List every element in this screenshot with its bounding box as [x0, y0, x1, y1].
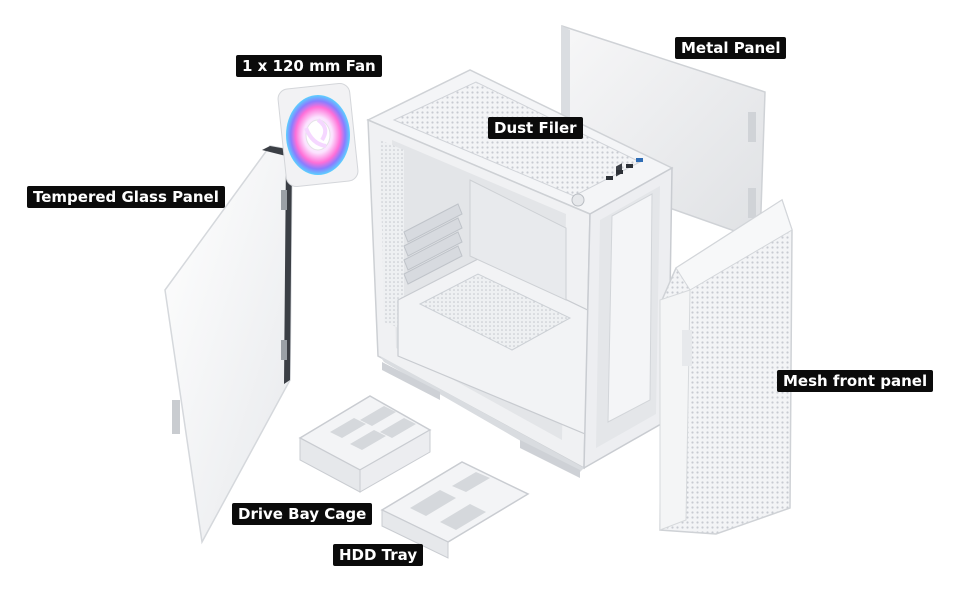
rgb-fan: [277, 82, 359, 188]
label-fan: 1 x 120 mm Fan: [236, 55, 382, 77]
label-dust-filter: Dust Filer: [488, 117, 583, 139]
mesh-front-panel: [659, 198, 793, 535]
label-hdd-tray: HDD Tray: [333, 544, 424, 566]
front-io: [571, 158, 643, 207]
label-tempered-glass: Tempered Glass Panel: [27, 186, 225, 208]
hdd-tray: [380, 461, 530, 559]
pci-slots: [403, 203, 463, 285]
tempered-glass-panel: [164, 145, 293, 545]
label-metal-panel: Metal Panel: [675, 37, 787, 59]
label-mesh-front: Mesh front panel: [777, 370, 934, 392]
case-chassis: [366, 69, 674, 478]
label-drive-bay: Drive Bay Cage: [232, 503, 373, 525]
drive-bay-cage: [298, 395, 432, 493]
